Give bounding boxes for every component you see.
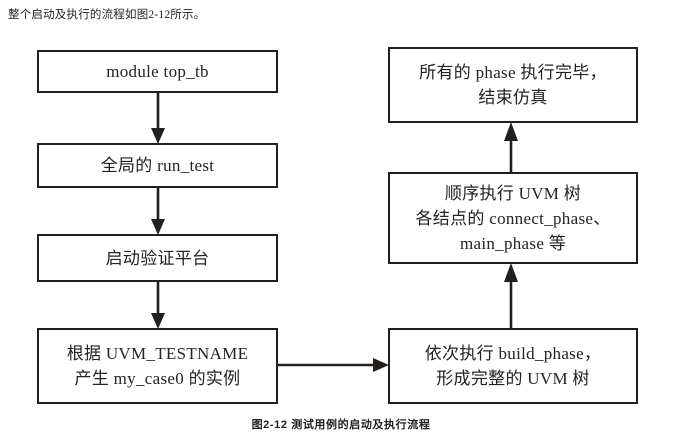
arrow-start-testbench-to-uvm-testname: [147, 280, 169, 330]
flow-box-build-phase[interactable]: 依次执行 build_phase， 形成完整的 UVM 树: [388, 328, 638, 404]
arrow-build-phase-to-sequential-phases: [500, 262, 522, 330]
flow-box-label: 全局的 run_test: [100, 156, 215, 175]
intro-paragraph: 整个启动及执行的流程如图2-12所示。: [8, 9, 206, 21]
arrow-sequential-phases-to-all-phase-done: [500, 121, 522, 174]
flow-box-label: 根据 UVM_TESTNAME 产生 my_case0 的实例: [66, 344, 249, 388]
flow-box-run-test[interactable]: 全局的 run_test: [37, 143, 278, 188]
flow-box-all-phase-done[interactable]: 所有的 phase 执行完毕， 结束仿真: [388, 47, 638, 123]
flow-box-label: 启动验证平台: [105, 248, 210, 268]
figure-caption: 图2-12 测试用例的启动及执行流程: [251, 419, 431, 431]
arrow-uvm-testname-to-build-phase: [276, 354, 390, 376]
flow-box-label: module top_tb: [106, 62, 209, 81]
arrow-top-tb-to-run-test: [147, 91, 169, 145]
flow-box-label: 依次执行 build_phase， 形成完整的 UVM 树: [424, 344, 602, 388]
arrow-run-test-to-start-testbench: [147, 186, 169, 236]
flow-box-uvm-testname[interactable]: 根据 UVM_TESTNAME 产生 my_case0 的实例: [37, 328, 278, 404]
flow-box-module-top-tb[interactable]: module top_tb: [37, 50, 278, 93]
flow-box-label: 顺序执行 UVM 树 各结点的 connect_phase、 main_phas…: [415, 183, 611, 253]
flow-box-sequential-phases[interactable]: 顺序执行 UVM 树 各结点的 connect_phase、 main_phas…: [388, 172, 638, 264]
flow-box-label: 所有的 phase 执行完毕， 结束仿真: [419, 63, 607, 107]
flow-box-start-testbench[interactable]: 启动验证平台: [37, 234, 278, 282]
